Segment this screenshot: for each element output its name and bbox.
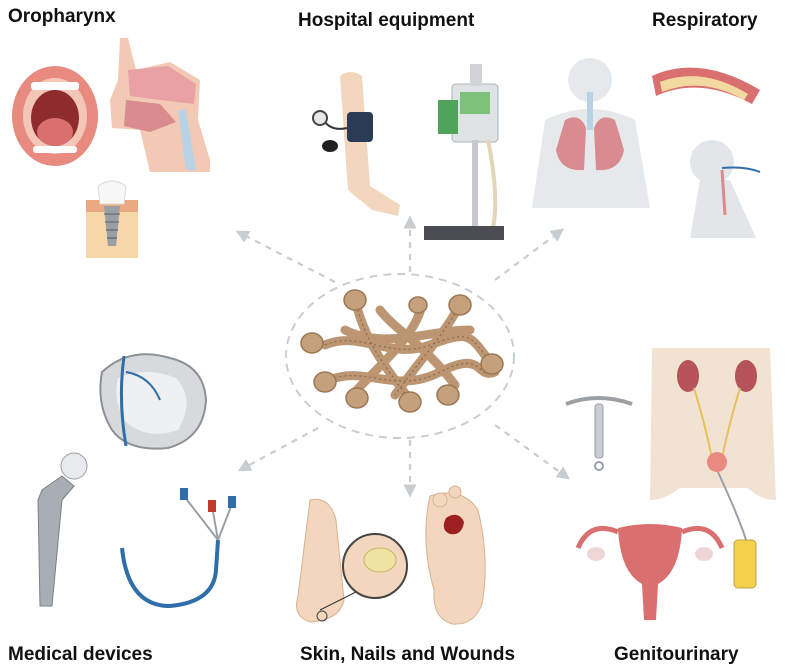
foot-wound-icon [426, 486, 485, 624]
oxygen-therapy-head-icon [690, 140, 760, 238]
uterus-icon [578, 524, 722, 620]
foot-nail-icon [297, 499, 408, 622]
hip-prosthesis-icon [38, 453, 87, 606]
lungs-torso-icon [532, 58, 650, 208]
central-biofilm [286, 274, 514, 438]
heart-pacemaker-icon [100, 354, 206, 448]
head-section-icon [110, 38, 210, 172]
blood-pressure-cuff-icon [313, 72, 400, 216]
mouth-icon [12, 66, 98, 166]
iud-icon [566, 398, 632, 470]
patient-monitor-icon [424, 64, 504, 240]
bronchus-section-icon [652, 68, 760, 104]
central-catheter-icon [122, 488, 236, 606]
dental-implant-icon [86, 181, 138, 258]
direction-arrows [238, 218, 568, 495]
